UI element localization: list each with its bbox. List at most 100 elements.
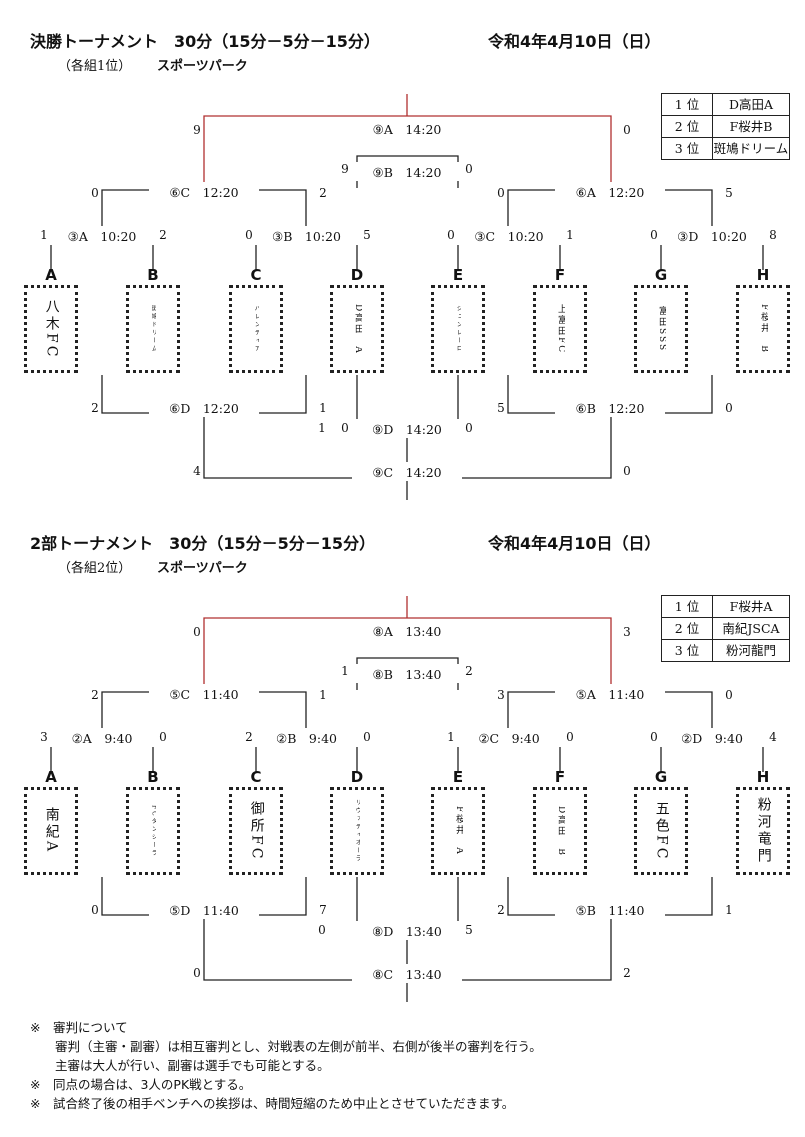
team-letter: D [350, 768, 364, 786]
team-box[interactable]: 御所FC [229, 787, 283, 875]
score: 0 [159, 730, 167, 744]
rank-cell: 1 位 [662, 94, 713, 115]
venue-name: スポーツパーク [157, 59, 248, 74]
score: 0 [245, 228, 253, 242]
team-letter: F [554, 266, 566, 284]
team-box[interactable]: D高田 A [330, 285, 384, 373]
note-line: ※ 試合終了後の相手ベンチへの挨拶は、時間短縮のため中止とさせていただきます。 [30, 1096, 515, 1111]
match-label: ③C 10:20 [454, 226, 564, 245]
section-title: 決勝トーナメント 30分（15分－5分－15分） [30, 32, 380, 51]
score: 0 [193, 625, 201, 639]
group-note: （各組2位） [58, 561, 132, 576]
score: 5 [497, 401, 505, 415]
team-letter: A [45, 768, 57, 786]
score: 9 [193, 123, 201, 137]
team-name: F桜井 B [758, 304, 768, 354]
ranking-row: 2 位南紀JSCA [662, 617, 789, 639]
score: 2 [319, 186, 327, 200]
rank-team: F桜井B [729, 119, 773, 134]
score: 3 [623, 625, 631, 639]
section-title: 2部トーナメント 30分（15分－5分－15分） [30, 534, 376, 553]
score: 9 [341, 162, 349, 176]
team-box[interactable]: F桜井 B [736, 285, 790, 373]
team-letter: G [654, 768, 668, 786]
group-note: （各組1位） [58, 59, 132, 74]
ranking-row: 3 位斑鳩ドリーム [662, 137, 789, 159]
r1-bracket [660, 745, 764, 772]
match-label: ⑥C 12:20 [149, 182, 259, 201]
score: 4 [769, 730, 777, 744]
match-date: 令和4年4月10日（日） [488, 32, 661, 51]
note-line: ※ 同点の場合は、3人のPK戦とする。 [30, 1077, 252, 1092]
team-box[interactable]: D高田 B [533, 787, 587, 875]
team-name: 八木FC [43, 298, 59, 360]
team-box[interactable]: リヴァティオーラ [330, 787, 384, 875]
match-date: 令和4年4月10日（日） [488, 534, 661, 553]
team-box[interactable]: バレンティア [229, 285, 283, 373]
ranking-row: 3 位粉河龍門 [662, 639, 789, 661]
team-name: 御所FC [248, 800, 264, 862]
rank-team: 粉河龍門 [725, 643, 776, 658]
score: 3 [497, 688, 505, 702]
match-label: ⑧C 13:40 [352, 964, 462, 983]
r1-bracket [457, 745, 561, 772]
r1-bracket [255, 745, 358, 772]
team-box[interactable]: FCダンシーラ [126, 787, 180, 875]
score: 7 [319, 903, 327, 917]
team-letter: E [452, 768, 464, 786]
match-label: ③A 10:20 [47, 226, 157, 245]
match-label: ③B 10:20 [251, 226, 362, 245]
team-box[interactable]: 上富田FC [533, 285, 587, 373]
note-line: 審判（主審・副審）は相互審判とし、対戦表の左側が前半、右側が後半の審判を行う。 [30, 1039, 542, 1054]
team-letter: B [147, 768, 159, 786]
score: 2 [91, 401, 99, 415]
team-box[interactable]: 南紀A [24, 787, 78, 875]
score: 2 [465, 664, 473, 678]
team-name: D高田 A [352, 303, 362, 355]
team-box[interactable]: 八木FC [24, 285, 78, 373]
note-line: 主審は大人が行い、副審は選手でも可能とする。 [30, 1058, 330, 1073]
team-box[interactable]: 斑鳩ドリーム [126, 285, 180, 373]
note-line: ※ 審判について [30, 1020, 128, 1035]
team-name: バレンティア [253, 305, 260, 353]
score: 0 [725, 401, 733, 415]
score: 8 [769, 228, 777, 242]
match-label: ②C 9:40 [454, 728, 564, 747]
team-box[interactable]: 富田SSS [634, 285, 688, 373]
team-box[interactable]: F桜井 A [431, 787, 485, 875]
match-label: ③D 10:20 [657, 226, 767, 245]
score: 5 [363, 228, 371, 242]
rank-cell: 3 位 [662, 640, 713, 661]
team-box[interactable]: ジュンレーロ [431, 285, 485, 373]
score: 0 [566, 730, 574, 744]
team-letter: G [654, 266, 668, 284]
rank-team: F桜井A [729, 599, 773, 614]
score: 1 [725, 903, 733, 917]
rank-team: 南紀JSCA [722, 621, 780, 636]
match-label: ⑥B 12:20 [555, 398, 665, 417]
match-label: ⑤C 11:40 [149, 684, 259, 703]
score: 1 [318, 421, 326, 435]
team-name: ジュンレーロ [455, 305, 462, 353]
team-letter: E [452, 266, 464, 284]
score: 0 [193, 966, 201, 980]
match-label: ②A 9:40 [47, 728, 157, 747]
score: 1 [341, 664, 349, 678]
team-box[interactable]: 五色FC [634, 787, 688, 875]
score: 0 [497, 186, 505, 200]
team-name: 富田SSS [656, 305, 666, 353]
score: 0 [623, 123, 631, 137]
match-label: ⑧A 13:40 [352, 621, 462, 640]
score: 2 [159, 228, 167, 242]
team-box[interactable]: 粉河竜門 [736, 787, 790, 875]
r1-bracket [50, 745, 154, 772]
rank-cell: 1 位 [662, 596, 713, 617]
team-letter: D [350, 266, 364, 284]
match-label: ②B 9:40 [251, 728, 362, 747]
score: 5 [725, 186, 733, 200]
score: 1 [319, 688, 327, 702]
rank-cell: 3 位 [662, 138, 713, 159]
